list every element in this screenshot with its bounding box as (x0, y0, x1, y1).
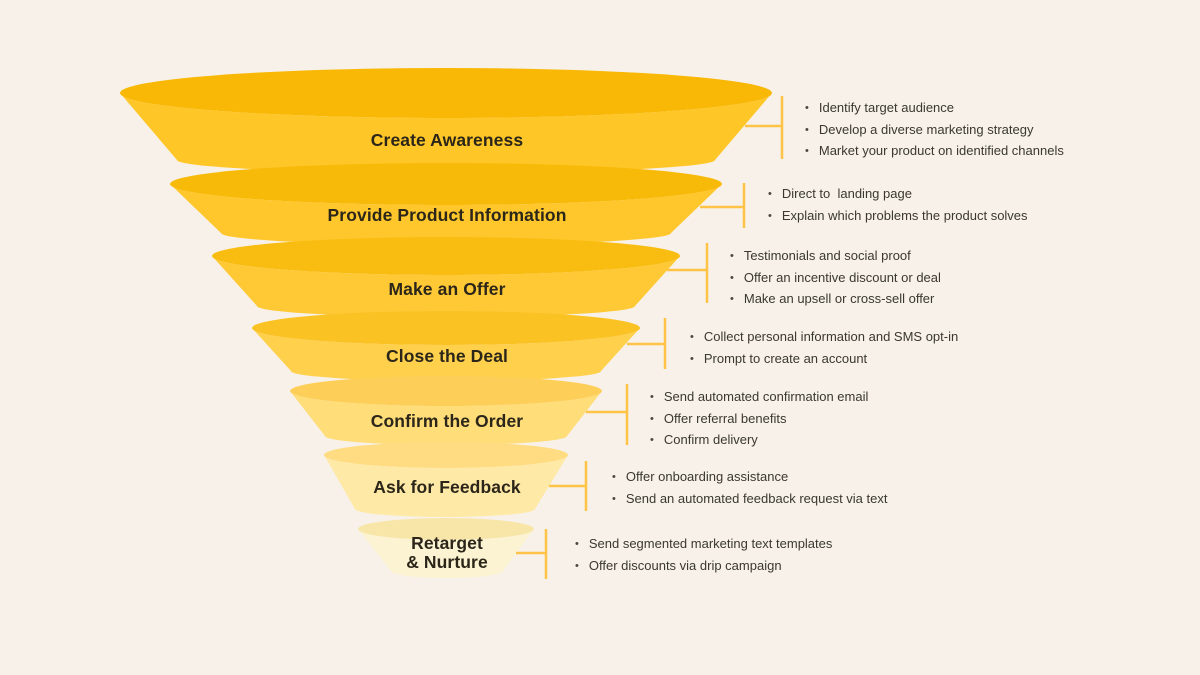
funnel-segment-7-rim (358, 518, 534, 540)
bullets-retarget-nurture: Send segmented marketing text templatesO… (575, 534, 833, 578)
bullet-list: Collect personal information and SMS opt… (690, 327, 958, 370)
bullet-item: Offer an incentive discount or deal (730, 268, 941, 290)
funnel-segment-1-body (120, 93, 772, 173)
connector-stage-5 (586, 384, 629, 445)
bullets-confirm-the-order: Send automated confirmation emailOffer r… (650, 387, 869, 452)
bullet-item: Offer discounts via drip campaign (575, 556, 832, 578)
bullets-create-awareness: Identify target audienceDevelop a divers… (805, 98, 1064, 163)
bullet-item: Direct to landing page (768, 184, 1028, 206)
stage-label-make-an-offer: Make an Offer (388, 279, 506, 299)
connector-stage-4 (627, 318, 667, 369)
bullet-item: Send an automated feedback request via t… (612, 489, 888, 511)
funnel-segment-3-body (212, 256, 680, 317)
bullet-item: Send automated confirmation email (650, 387, 869, 409)
stage-label-close-the-deal: Close the Deal (386, 346, 508, 366)
stage-label-retarget-nurture: Retarget & Nurture (406, 533, 488, 572)
stage-label-confirm-the-order: Confirm the Order (370, 411, 524, 431)
bullet-item: Send segmented marketing text templates (575, 534, 833, 556)
funnel-segment-5-body (290, 391, 602, 445)
connector-lines (516, 96, 784, 579)
bullets-make-an-offer: Testimonials and social proofOffer an in… (730, 246, 941, 311)
bullets-provide-product-information: Direct to landing pageExplain which prob… (768, 184, 1028, 227)
stage-label-provide-product-information: Provide Product Information (327, 205, 567, 225)
bullet-list: Identify target audienceDevelop a divers… (805, 98, 1064, 163)
bullet-item: Make an upsell or cross-sell offer (730, 289, 941, 311)
funnel-segment-1-rim (120, 68, 772, 118)
bullet-list: Send segmented marketing text templatesO… (575, 534, 833, 578)
bullet-list: Send automated confirmation emailOffer r… (650, 387, 869, 452)
connector-stage-7 (516, 529, 548, 579)
funnel-segment-7-body (358, 529, 534, 578)
bullet-list: Testimonials and social proofOffer an in… (730, 246, 941, 311)
funnel-segment-6-body (324, 455, 568, 517)
bullet-item: Offer onboarding assistance (612, 467, 887, 489)
stage-label-ask-for-feedback: Ask for Feedback (373, 477, 521, 497)
bullet-item: Collect personal information and SMS opt… (690, 327, 958, 349)
connector-stage-2 (700, 183, 746, 228)
bullet-item: Prompt to create an account (690, 349, 958, 371)
bullet-item: Explain which problems the product solve… (768, 206, 1028, 228)
bullet-item: Testimonials and social proof (730, 246, 941, 268)
funnel-segment-6-rim (324, 442, 568, 468)
bullets-close-the-deal: Collect personal information and SMS opt… (690, 327, 958, 370)
connector-stage-3 (667, 243, 709, 303)
bullet-item: Confirm delivery (650, 430, 868, 452)
connector-stage-6 (549, 461, 588, 511)
funnel-segment-3-rim (212, 237, 680, 275)
funnel-segment-5-rim (290, 376, 602, 406)
bullet-item: Market your product on identified channe… (805, 141, 1064, 163)
funnel-segment-2-rim (170, 163, 722, 205)
funnel-segment-2-body (170, 184, 722, 245)
connector-stage-1 (745, 96, 784, 159)
stage-label-create-awareness: Create Awareness (370, 130, 524, 150)
bullet-list: Offer onboarding assistanceSend an autom… (612, 467, 888, 511)
bullet-item: Offer referral benefits (650, 409, 868, 431)
bullet-list: Direct to landing pageExplain which prob… (768, 184, 1028, 227)
bullet-item: Develop a diverse marketing strategy (805, 120, 1064, 142)
bullet-item: Identify target audience (805, 98, 1064, 120)
funnel-segment-4-body (252, 328, 640, 381)
funnel-segment-4-rim (252, 311, 640, 345)
bullets-ask-for-feedback: Offer onboarding assistanceSend an autom… (612, 467, 888, 511)
